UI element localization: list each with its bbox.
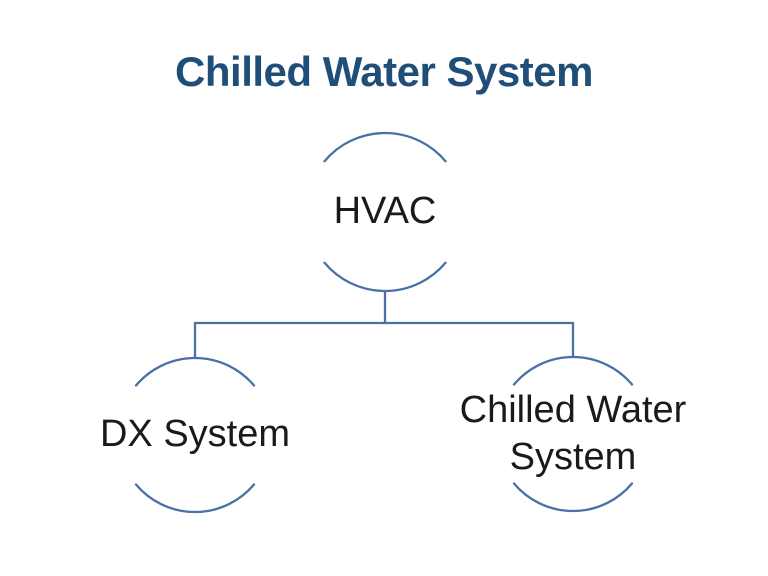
root-node-label: HVAC — [333, 189, 437, 232]
right-circle-top-arc — [512, 355, 634, 386]
root-circle-top-arc — [323, 131, 447, 163]
diagram-title: Chilled Water System — [175, 48, 593, 95]
right-circle-bottom-arc — [512, 482, 634, 513]
left-child-node-label: DX System — [99, 412, 291, 455]
right-child-node-label: Chilled Water System — [459, 388, 687, 478]
left-circle-bottom-arc — [134, 483, 256, 514]
left-circle-top-arc — [134, 356, 256, 387]
root-circle-bottom-arc — [323, 261, 447, 293]
connector-tree — [193, 289, 575, 360]
